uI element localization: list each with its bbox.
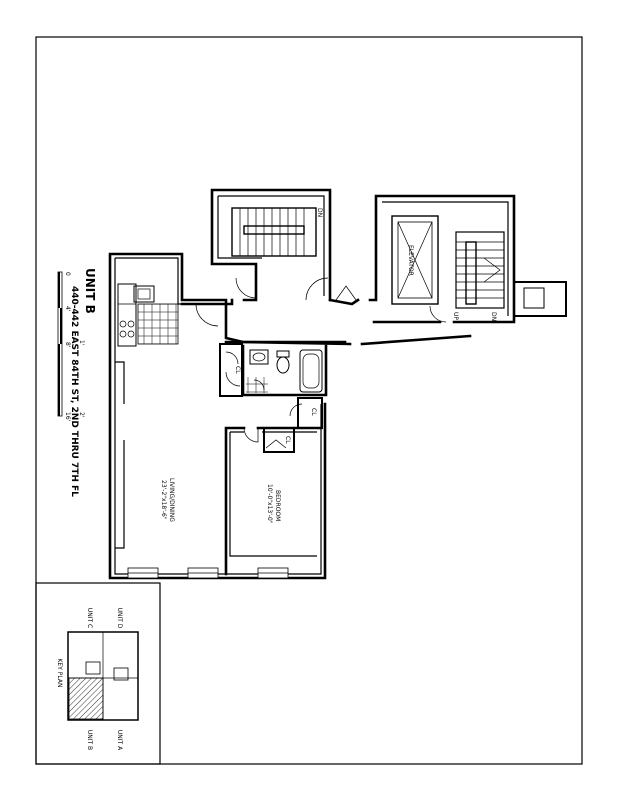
living-room-dims: 23'-2"x18'-6"	[160, 480, 167, 520]
closet-2	[297, 397, 323, 429]
elevator-car	[397, 221, 433, 299]
key-plan-title: KEY PLAN	[56, 659, 63, 688]
entry-door	[195, 303, 219, 327]
closet-2-label: CL	[310, 408, 317, 416]
closet-1-door	[225, 371, 241, 387]
kitchen	[117, 283, 179, 347]
closet-3	[263, 427, 295, 453]
key-plan-frame	[35, 582, 161, 765]
key-plan-unit-b-highlight	[68, 677, 104, 720]
kitchen-floor-tile	[137, 303, 179, 345]
key-plan-unit-b: UNIT B	[86, 730, 93, 750]
bathroom-floor-tile	[246, 377, 268, 393]
kitchen-sink	[133, 285, 155, 303]
stair-2-dn-label: DN	[490, 312, 497, 321]
closet-3-door	[265, 439, 287, 449]
key-plan-unit-d: UNIT D	[116, 608, 123, 629]
stair-2-up-label: UP	[452, 312, 459, 320]
scale-label-16: 16'	[64, 412, 71, 422]
bathtub	[299, 349, 323, 393]
shaft-right	[513, 281, 567, 317]
bedroom-door	[243, 427, 259, 443]
stair-2-treads	[456, 241, 504, 305]
bedroom-name: BEDROOM	[274, 490, 281, 521]
closet-1	[219, 343, 243, 397]
stair-treads	[239, 208, 305, 256]
key-plan-core	[85, 661, 101, 675]
toilet	[276, 356, 290, 374]
scale-label-1ft: 1'	[78, 340, 85, 346]
windows	[127, 567, 289, 579]
address-line: 440-442 EAST 84TH ST, 2ND THRU 7TH FL	[69, 286, 79, 497]
stair-1-dn-label: DN	[316, 208, 323, 217]
kitchen-counter	[117, 283, 137, 347]
stair-core-1: DN	[210, 188, 357, 302]
bedroom-dims: 10'-0"x13'-0"	[266, 484, 273, 524]
key-plan-unit-a: UNIT A	[116, 730, 123, 751]
scale-label-4: 4'	[64, 306, 71, 312]
unit-b-walls	[108, 252, 472, 580]
key-plan: KEY PLAN UNIT C UNIT D UNIT B UNIT A	[35, 582, 161, 765]
key-plan-unit-c: UNIT C	[86, 608, 93, 628]
closet-3-label: CL	[284, 436, 291, 444]
elevator-shaft	[391, 215, 439, 305]
unit-title: UNIT B	[83, 268, 97, 314]
key-plan-core-2	[113, 667, 129, 681]
elevator-label: ELEVATOR	[407, 245, 414, 276]
title-block: UNIT B 440-442 EAST 84TH ST, 2ND THRU 7T…	[57, 268, 97, 497]
living-room-name: LIVING/DINING	[168, 478, 175, 522]
sheet-border	[35, 36, 583, 765]
stair-core-2: ELEVATOR UP DN	[368, 194, 567, 324]
closet-1-label: CL	[234, 366, 241, 374]
bathroom-door	[253, 379, 265, 391]
scale-label-0: 0	[64, 272, 71, 276]
scale-label-2ft: 2'	[78, 412, 85, 418]
bathroom-sink	[249, 349, 269, 365]
scale-label-8: 8'	[64, 342, 71, 348]
scale-bar: 0 4' 8' 16' 1' 2'	[57, 271, 85, 422]
